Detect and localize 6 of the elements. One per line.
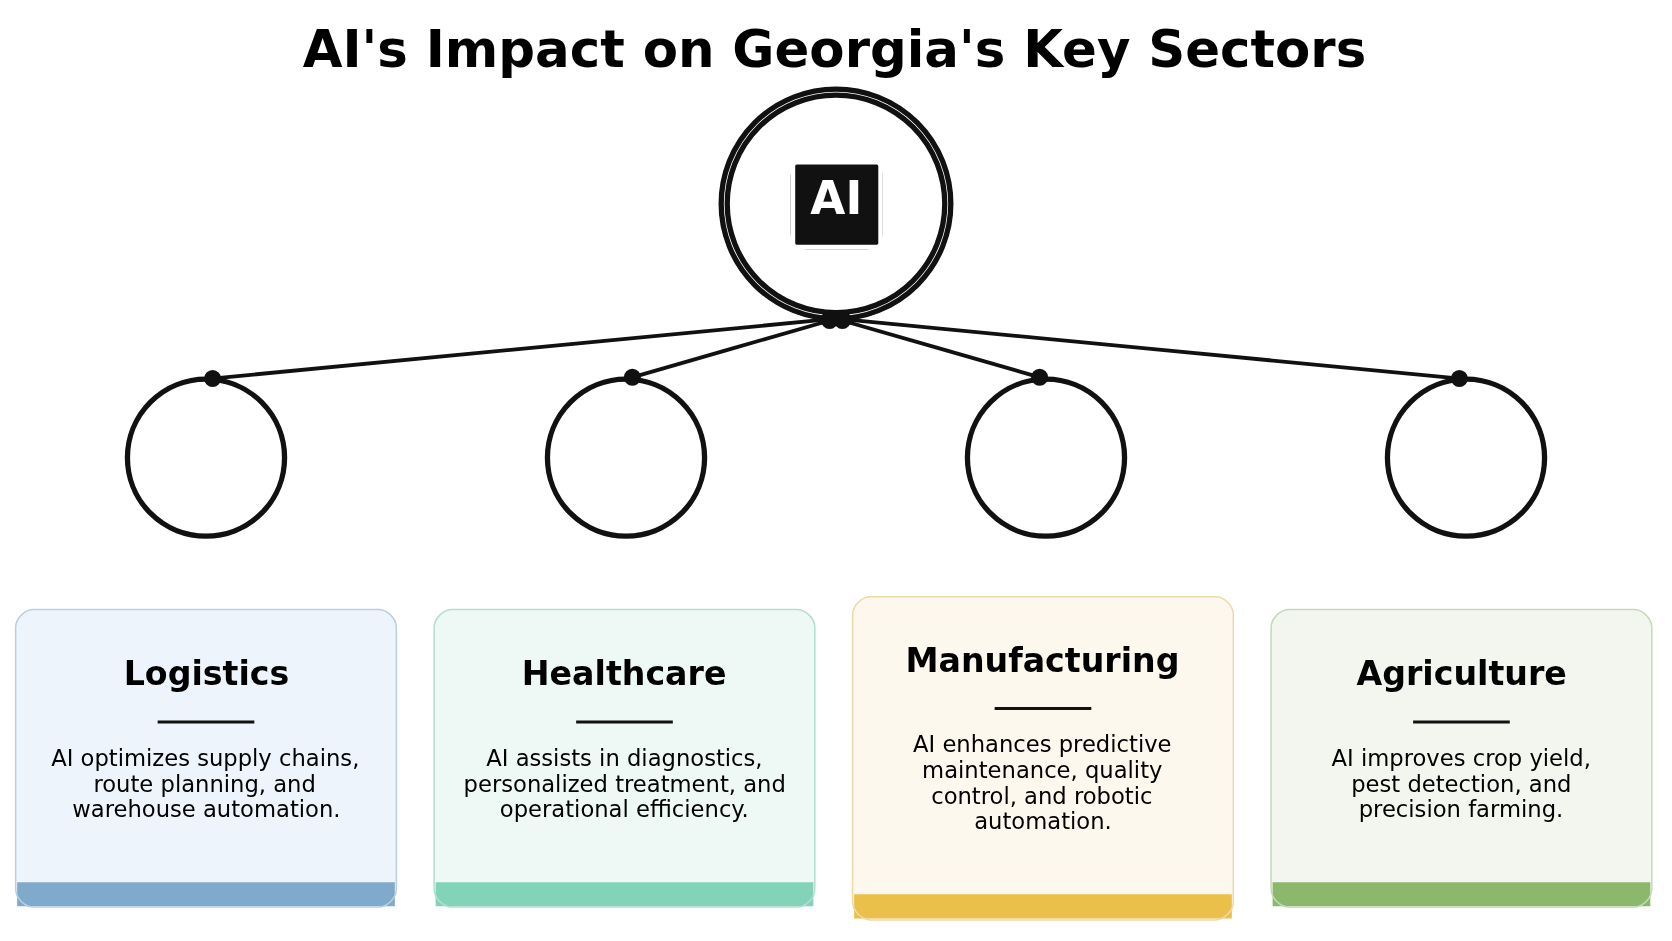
node-circle: [124, 376, 288, 539]
node-circle: [1384, 376, 1548, 539]
node-circle: AI: [718, 86, 954, 322]
node-circle: [964, 376, 1128, 539]
node-circle: [544, 376, 708, 539]
diagram-title: AI's Impact on Georgia's Key Sectors: [302, 18, 1367, 79]
